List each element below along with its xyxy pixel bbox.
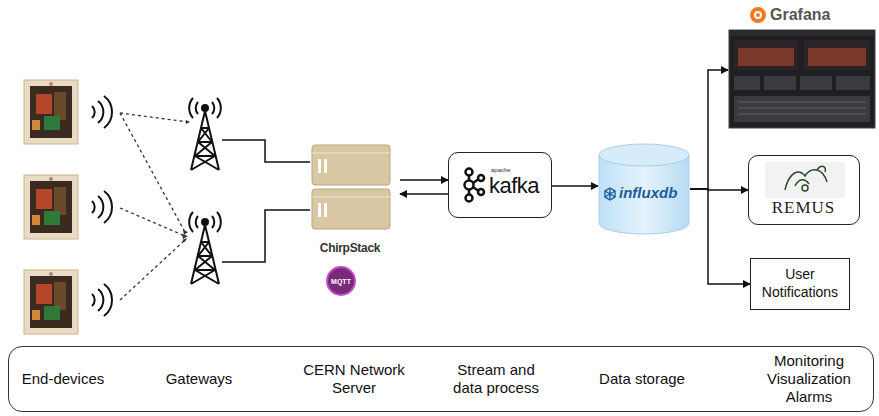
remus-logo <box>765 162 845 198</box>
stage-label: Gateways <box>149 370 249 388</box>
flow-arrow <box>690 189 750 284</box>
stage-band: End-devices Gateways CERN Network Server St… <box>8 346 874 412</box>
server-icon <box>300 143 400 233</box>
flow-arrow <box>400 193 448 195</box>
flow-arrow <box>690 70 728 189</box>
database-cylinder: influxdb <box>598 143 690 235</box>
stage-label: CERN Network Server <box>302 361 406 397</box>
logo-text: kafka <box>489 173 549 199</box>
tool-name: REMUS <box>749 198 858 218</box>
product-name: ChirpStack <box>300 241 400 255</box>
notification-box: User Notifications <box>750 258 850 310</box>
tool-box: REMUS <box>748 155 860 225</box>
logo-prefix: apache <box>491 167 541 174</box>
stream-box: apachekafka <box>448 152 552 218</box>
flow-arrow <box>400 179 448 181</box>
logo-text: influxdb <box>619 184 689 201</box>
stage-label: Data storage <box>587 370 697 388</box>
kafka-icon <box>457 167 487 203</box>
protocol-badge: MQTT <box>326 266 356 296</box>
stage-label: Stream and data process <box>446 361 546 397</box>
dashboard-panel: Grafana <box>728 4 876 130</box>
app-title: Grafana <box>770 6 870 24</box>
network-server: ChirpStack <box>300 143 400 265</box>
stage-label: End-devices <box>13 370 113 388</box>
flow-arrow <box>552 185 598 187</box>
stage-label: Monitoring Visualization Alarms <box>759 352 859 406</box>
box-label: User Notifications <box>753 265 847 301</box>
